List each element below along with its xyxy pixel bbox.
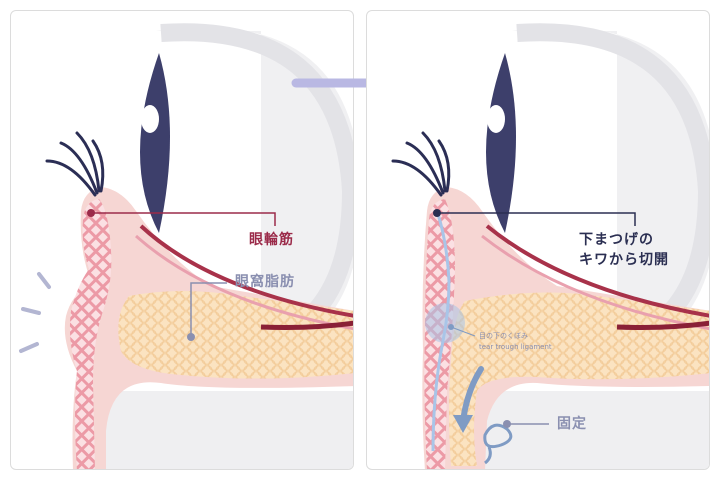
after-panel: 下まつげの キワから切開 目の下のくぼみ tear trough ligamen… [366,10,710,470]
incision-label-line1: 下まつげの [579,232,654,248]
incision-label-line2: キワから切開 [579,252,669,268]
orbital-fat [449,292,709,466]
eyelashes [45,131,105,197]
eyelashes [391,131,451,197]
ligament-label-ja: 目の下のくぼみ [479,332,528,340]
fixation-label: 固定 [557,416,587,432]
eyeball [156,27,353,351]
before-cross-section-illustration [19,23,353,469]
orbital-fat [118,291,353,379]
ligament-label-en: tear trough ligament [479,343,552,351]
pupil [486,53,516,233]
after-cross-section-illustration [391,23,709,469]
suture-loop-icon [483,423,513,465]
orbicularis-muscle [69,199,112,469]
cheek-grey-area [101,391,353,469]
orbicularis-label: 眼輪筋 [249,232,294,248]
orbital-fat-label: 眼窩脂肪 [235,274,295,290]
cheek-grey-area [477,391,709,469]
pupil [140,53,170,233]
tear-trough-highlight [425,303,465,343]
eyeball [512,27,709,351]
impact-lines-icon [19,272,51,353]
curved-down-arrow-icon [453,366,484,433]
